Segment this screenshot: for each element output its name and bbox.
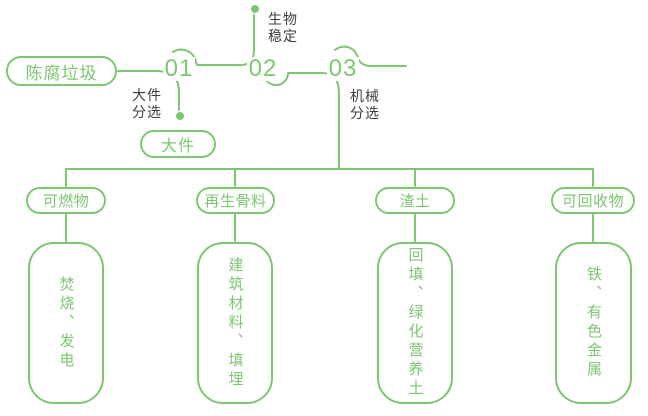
result-text: 回填、绿化营养土 [406, 247, 424, 399]
result-box-slag-soil: 回填、绿化营养土 [377, 242, 453, 404]
result-text: 铁、有色金属 [585, 266, 602, 380]
step-label-line: 大件 [132, 87, 162, 103]
step-number-1: 01 [163, 55, 195, 82]
step-number-2: 02 [247, 55, 279, 82]
result-box-combustibles: 焚烧、发电 [28, 242, 104, 404]
step-label-mechanical-sorting: 机械 分选 [350, 88, 380, 122]
step-label-line: 稳定 [268, 28, 298, 44]
step-label-line: 分选 [132, 104, 162, 120]
result-text: 焚烧、发电 [57, 275, 75, 371]
step-label-bio-stabilization: 生物 稳定 [268, 11, 298, 45]
source-label: 陈腐垃圾 [25, 63, 98, 83]
result-text: 建筑材料、填埋 [226, 256, 244, 390]
bulky-pill: 大件 [140, 130, 216, 158]
bio-branch-dot [251, 5, 259, 13]
category-pill-recyclables: 可回收物 [551, 187, 635, 214]
step-label-line: 生物 [268, 11, 298, 27]
bulky-branch-dot [176, 112, 184, 120]
category-label: 再生骨料 [204, 193, 267, 210]
category-label: 可燃物 [42, 193, 90, 210]
result-box-recyclables: 铁、有色金属 [555, 242, 632, 404]
bulky-label: 大件 [160, 138, 195, 155]
step-label-line: 分选 [350, 105, 380, 121]
category-pill-recycled-aggregate: 再生骨料 [196, 187, 275, 214]
category-label: 可回收物 [561, 193, 624, 210]
step-label-bulky-sorting: 大件 分选 [132, 87, 162, 121]
step-label-line: 机械 [350, 88, 380, 104]
line-step1-to-step2 [172, 14, 255, 66]
category-label: 渣土 [399, 193, 431, 210]
step-number-3: 03 [327, 55, 359, 82]
category-pill-combustibles: 可燃物 [26, 187, 106, 214]
source-pill: 陈腐垃圾 [6, 56, 117, 86]
line-step2-to-branch [266, 72, 340, 170]
result-box-recycled-aggregate: 建筑材料、填埋 [197, 242, 273, 404]
category-pill-slag-soil: 渣土 [375, 187, 455, 214]
